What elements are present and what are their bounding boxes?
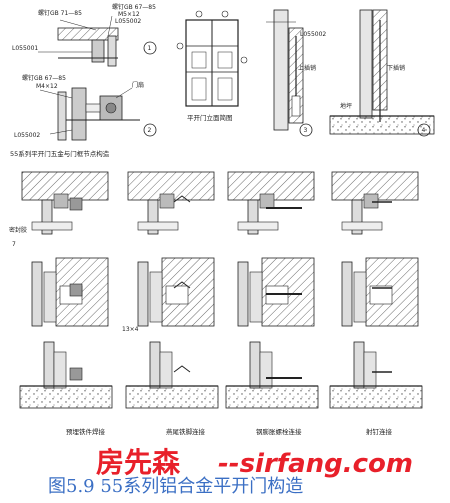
elevation-title: 平开门立面简图 [187, 113, 233, 122]
watermark-url: --sirfang.com [218, 449, 413, 479]
label-screw-top-a-size: M5×12 [118, 11, 140, 18]
node-detail-r2-c3 [237, 257, 315, 327]
label-profile-b: L055001 [12, 45, 38, 52]
node-detail-r1-c4 [331, 171, 419, 235]
detail-3-upper-bolt [266, 9, 313, 137]
node-detail-r3-c3 [225, 341, 319, 409]
section-title: 55系列平开门五金与门框节点构造 [10, 149, 110, 158]
label-upper-bolt: 上插销 [298, 64, 316, 72]
node-detail-r1-c3 [227, 171, 315, 235]
node-detail-r2-c1 [31, 257, 109, 327]
detail-1-head [38, 15, 157, 67]
detail-2-hinge [39, 87, 157, 141]
circle-number-1: 1 [148, 45, 152, 52]
label-screw-mid-size: M4×12 [36, 83, 58, 90]
label-threshold: 地坪 [340, 102, 352, 110]
watermark-brand: 房先森 [96, 446, 181, 479]
node-detail-r3-c2 [125, 341, 219, 409]
circle-number-3: 3 [304, 127, 308, 134]
label-profile-c: L055002 [14, 132, 40, 139]
label-door-leaf: 门扇 [132, 81, 144, 89]
label-dim-13x4: 13×4 [122, 326, 139, 333]
node-detail-r2-c4 [341, 257, 419, 327]
label-screw-top-a: 螺钉GB 67—85 [112, 3, 156, 11]
label-profile-a: L055002 [115, 18, 141, 25]
node-details-grid [19, 171, 423, 409]
circle-number-4: 4 [422, 127, 426, 134]
node-detail-r1-c1 [21, 171, 109, 235]
column-label-4: 射钉连接 [366, 427, 393, 436]
circle-number-2: 2 [148, 127, 152, 134]
label-screw-left-a: 螺钉GB 71—85 [38, 9, 82, 17]
node-detail-r2-c2 [137, 257, 215, 327]
label-screw-mid: 螺钉GB 67—85 [22, 74, 66, 82]
node-detail-r3-c1 [19, 341, 113, 409]
label-profile-d: L055002 [300, 31, 326, 38]
door-elevation [176, 10, 248, 107]
node-detail-r1-c2 [127, 171, 215, 235]
figure-caption: 图5.9 55系列铝合金平开门构造 [48, 476, 303, 497]
column-label-2: 燕尾铁脚连接 [166, 427, 206, 436]
label-seal-strip: 密封胶 [9, 226, 27, 234]
column-label-1: 预埋铁件焊接 [66, 427, 106, 436]
detail-4-lower-bolt [329, 9, 435, 137]
column-label-3: 钢膨胀螺栓连接 [256, 427, 302, 436]
node-detail-r3-c4 [329, 341, 423, 409]
label-lower-bolt: 下插销 [387, 64, 405, 72]
label-dim-7: 7 [12, 241, 16, 248]
